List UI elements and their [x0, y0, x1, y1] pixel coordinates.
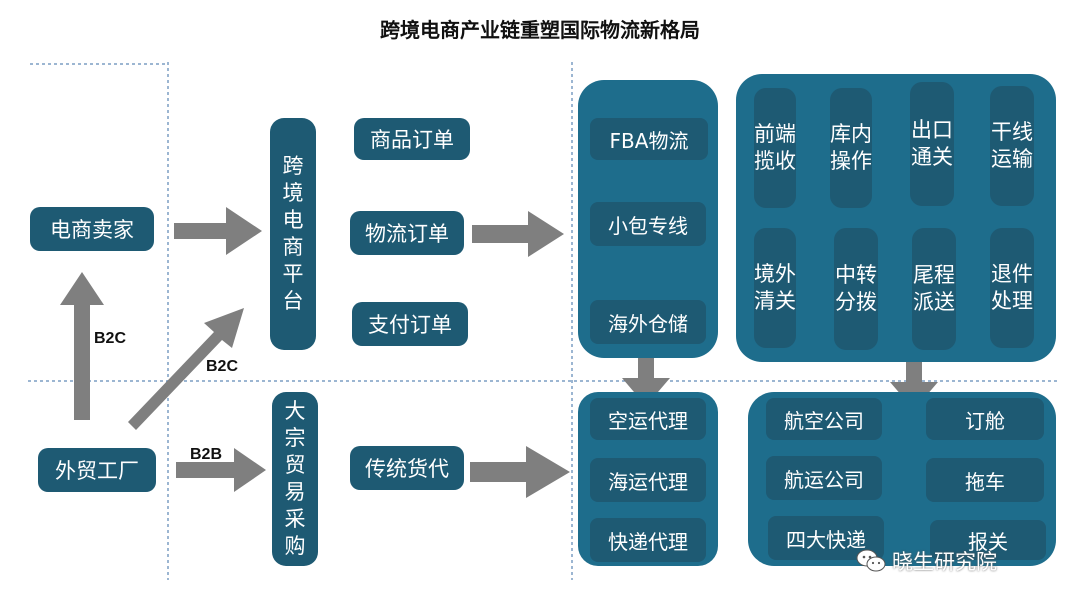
arrow-factory-to-platform	[128, 308, 244, 430]
arrow-orders-to-logistics	[472, 211, 564, 257]
seller-box: 电商卖家	[30, 207, 154, 251]
sea-agent-box: 海运代理	[590, 458, 706, 502]
logistics-order-box: 物流订单	[350, 211, 464, 255]
factory-box: 外贸工厂	[38, 448, 156, 492]
service-transfer-sorting: 中转分拨	[834, 228, 878, 350]
b2c-up-label: B2C	[94, 330, 127, 347]
service-pickup: 前端揽收	[754, 88, 796, 208]
trucking-box: 拖车	[926, 458, 1044, 502]
service-trunk-transport: 干线运输	[990, 86, 1034, 206]
service-export-clearance: 出口通关	[910, 82, 954, 206]
traditional-forwarder-box: 传统货代	[350, 446, 464, 490]
shipping-line-box: 航运公司	[766, 456, 882, 500]
arrow-logistics-to-agents	[622, 348, 670, 406]
arrow-factory-to-bulk	[176, 448, 266, 492]
platform-box: 跨境电商平台	[270, 118, 316, 350]
product-order-box: 商品订单	[354, 118, 470, 160]
air-agent-box: 空运代理	[590, 398, 706, 440]
overseas-warehouse-box: 海外仓储	[590, 300, 706, 344]
booking-box: 订舱	[926, 398, 1044, 440]
express-agent-box: 快递代理	[590, 518, 706, 562]
b2b-label: B2B	[190, 446, 223, 463]
b2c-diag-label: B2C	[206, 358, 239, 375]
customs-declaration-box: 报关	[930, 520, 1046, 560]
arrow-traditional-to-agents	[470, 446, 570, 498]
airline-box: 航空公司	[766, 398, 882, 440]
watermark: 晓生研究院	[856, 546, 997, 576]
arrow-services-to-carriers	[890, 355, 938, 410]
wechat-icon	[856, 549, 886, 572]
service-returns: 退件处理	[990, 228, 1034, 348]
arrow-seller-to-platform	[174, 207, 262, 255]
arrow-factory-to-seller	[60, 272, 104, 420]
payment-order-box: 支付订单	[352, 302, 468, 346]
small-parcel-line-box: 小包专线	[590, 202, 706, 246]
service-warehouse-ops: 库内操作	[830, 88, 872, 208]
service-last-mile: 尾程派送	[912, 228, 956, 350]
bulk-purchase-box: 大宗贸易采购	[272, 392, 318, 566]
fba-logistics-box: FBA物流	[590, 118, 708, 160]
service-import-clearance: 境外清关	[754, 228, 796, 348]
diagram-title: 跨境电商产业链重塑国际物流新格局	[380, 18, 700, 42]
watermark-text: 晓生研究院	[892, 550, 997, 574]
